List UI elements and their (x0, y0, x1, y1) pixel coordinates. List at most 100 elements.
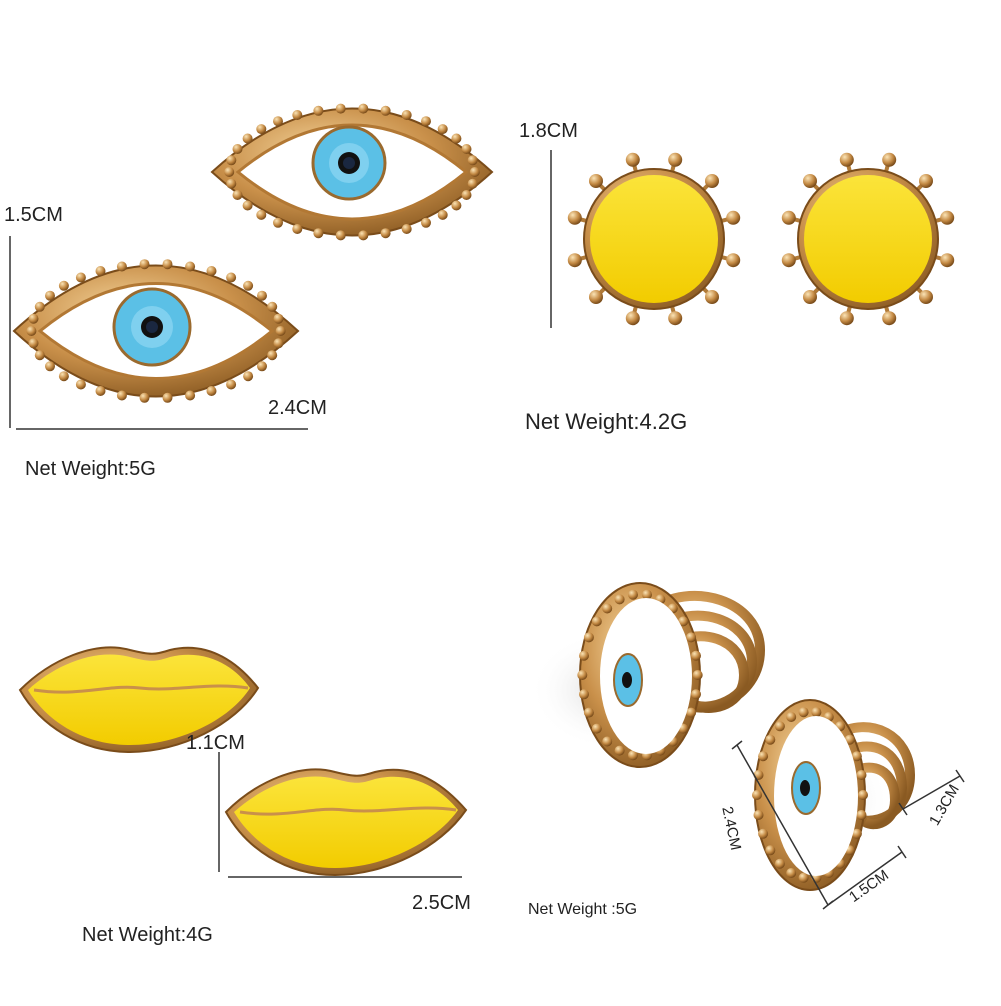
gold-bead (691, 689, 701, 700)
sun-ray-bead (567, 253, 582, 268)
gold-bead (256, 124, 267, 135)
lips-yellow-enamel (234, 776, 458, 868)
gold-bead (273, 338, 284, 349)
sun-yellow-enamel (590, 175, 718, 303)
eye-earring-weight-label: Net Weight:5G (25, 458, 156, 480)
sun-ray-bead (668, 311, 683, 326)
gold-bead (579, 650, 589, 661)
ring-height-line (736, 744, 829, 906)
ring-band (832, 722, 916, 830)
lips-earring-height-label: 1.1CM (186, 732, 245, 754)
gold-bead (232, 190, 243, 200)
gold-bead (461, 144, 472, 154)
ring-pupil (622, 672, 632, 688)
sun-ray-bead (625, 311, 640, 326)
gold-bead (591, 723, 602, 734)
sun-ray-bead (803, 174, 817, 188)
lips-earring-front (224, 768, 468, 877)
gold-bead (591, 616, 602, 627)
measurement-lines (9, 150, 965, 910)
sun-earring-height-label: 1.8CM (519, 120, 578, 142)
gold-bead (758, 828, 769, 839)
gold-bead (292, 110, 303, 120)
sun-ray-bead (781, 253, 796, 268)
gold-bead (758, 751, 769, 762)
sun-earring-weight-label: Net Weight:4.2G (525, 409, 688, 434)
gold-bead (232, 144, 243, 154)
evil-eye-ring-back (530, 582, 766, 768)
sun-ray-bead (589, 174, 603, 188)
eye-earring-width-label: 2.4CM (268, 397, 327, 419)
gold-bead (292, 224, 303, 234)
gold-bead (116, 261, 127, 272)
gold-bead (257, 361, 267, 372)
gold-bead (242, 200, 253, 211)
lips-yellow-enamel (28, 654, 250, 745)
gold-bead (786, 868, 797, 878)
gold-bead (273, 313, 284, 324)
gold-bead (95, 266, 106, 276)
gold-bead (162, 259, 173, 270)
gold-bead (451, 133, 462, 144)
gold-bead (579, 689, 589, 700)
gold-bead (851, 751, 862, 762)
gold-bead (765, 734, 776, 745)
gold-bead (798, 707, 809, 718)
gold-bead (313, 228, 324, 239)
gold-bead (313, 105, 324, 116)
gold-bead (116, 390, 127, 401)
gold-bead (752, 790, 762, 800)
gold-bead (856, 810, 867, 820)
gold-bead (45, 290, 55, 301)
gold-bead (224, 167, 235, 177)
gold-bead (242, 133, 253, 144)
gold-bead (335, 230, 346, 241)
gold-bead (226, 379, 237, 390)
gold-bead (243, 371, 254, 382)
gold-bead (380, 228, 391, 239)
gold-bead (226, 178, 237, 189)
sun-ray-bead (803, 290, 817, 304)
lips-center-line (239, 806, 457, 816)
sun-ray-bead (625, 152, 640, 167)
gold-bead (75, 272, 86, 283)
sun-ray-bead (567, 210, 582, 225)
gold-bead (28, 338, 39, 349)
gold-bead (642, 589, 652, 600)
gold-bead (421, 217, 431, 228)
gold-bead (58, 371, 69, 382)
lips-earring-back (18, 646, 260, 754)
gold-bead (335, 103, 346, 114)
gold-bead (34, 301, 45, 312)
gold-bead (267, 301, 278, 312)
sun-ray-bead (589, 290, 603, 304)
gold-bead (856, 770, 867, 780)
sun-earring-left (567, 152, 741, 326)
gold-bead (256, 209, 267, 220)
ring-width-line (827, 851, 903, 906)
gold-bead (811, 707, 822, 718)
sun-ray-bead (726, 253, 741, 268)
gold-bead (798, 872, 809, 883)
gold-bead (628, 589, 638, 600)
gold-bead (139, 259, 150, 270)
sun-ray-bead (940, 210, 955, 225)
gold-bead (26, 326, 37, 336)
gold-bead (437, 209, 448, 220)
sun-ray-bead (705, 290, 719, 304)
gold-bead (34, 350, 45, 361)
gold-bead (95, 386, 106, 396)
gold-bead (858, 790, 868, 800)
gold-bead (273, 116, 283, 127)
gold-bead (614, 594, 625, 605)
gold-bead (765, 845, 776, 856)
gold-bead (267, 350, 278, 361)
sun-ray-bead (726, 210, 741, 225)
gold-bead (774, 858, 785, 869)
gold-bead (851, 828, 862, 839)
gold-bead (45, 361, 55, 372)
gold-bead (437, 124, 448, 135)
gold-bead (469, 167, 480, 177)
gold-bead (243, 280, 254, 291)
